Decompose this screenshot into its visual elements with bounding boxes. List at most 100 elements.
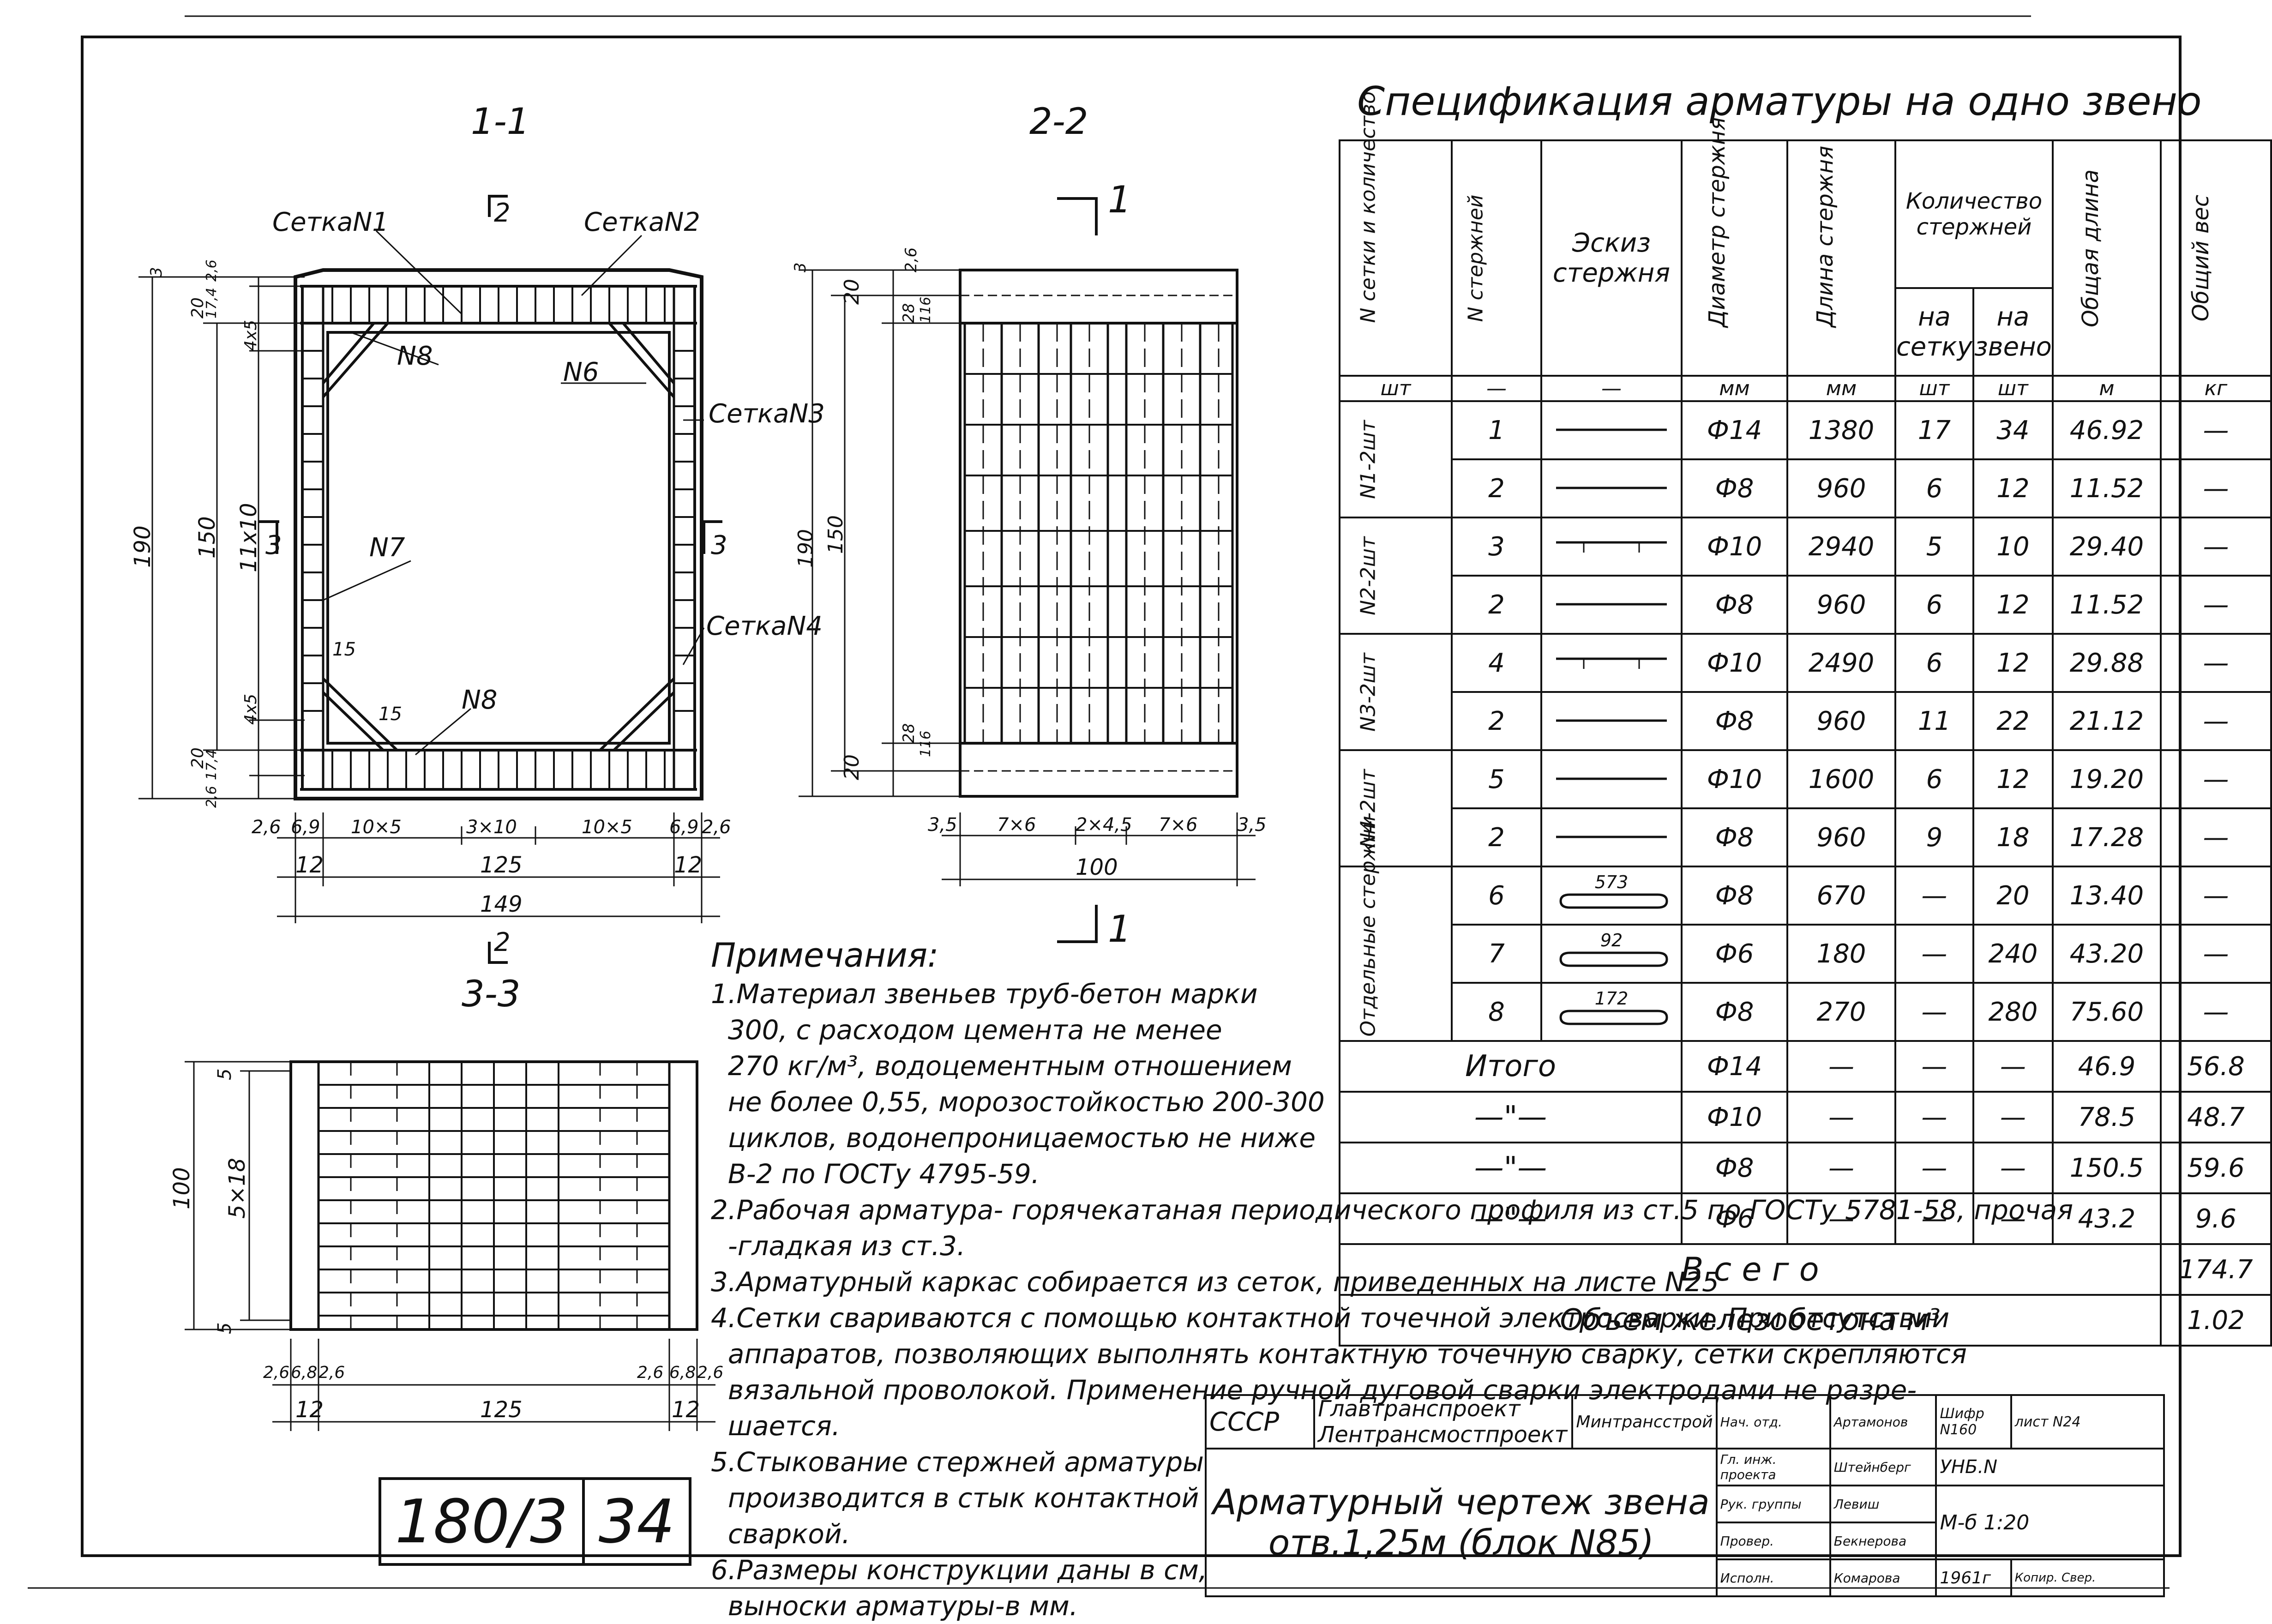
rod-sketch-hook: 172: [1559, 988, 1668, 1025]
spec-total-len: 21.12: [2051, 691, 2162, 751]
spec-total-len: 13.40: [2051, 866, 2162, 926]
svg-text:6,9: 6,9: [669, 817, 699, 838]
svg-text:4x5: 4x5: [241, 694, 260, 725]
total-label: —"—: [1339, 1192, 1683, 1245]
tb-list: лист N24: [2010, 1394, 2165, 1450]
svg-text:5: 5: [214, 1323, 235, 1334]
tb-org3: Минтрансстрой: [1571, 1394, 1718, 1450]
spec-rod: 2: [1451, 691, 1542, 751]
spec-len: 960: [1786, 575, 1896, 635]
spec-sketch: [1540, 807, 1683, 867]
svg-text:2,6: 2,6: [204, 786, 220, 808]
rod-sketch-line: [1556, 541, 1667, 553]
note-line: шается.: [711, 1410, 841, 1442]
spec-per-net: 6: [1894, 749, 1974, 809]
svg-text:20: 20: [188, 747, 207, 769]
spec-vsego-row: В с е г о 174.7: [1339, 1243, 2272, 1296]
drawing-sheet: 1-1 2: [28, 15, 2182, 1589]
svg-text:3: 3: [265, 530, 282, 560]
tb-org2: Главтранспроект Лентрансмостпроект: [1313, 1394, 1574, 1450]
svg-text:125: 125: [480, 852, 523, 878]
svg-text:190: 190: [130, 525, 156, 568]
spec-diam: Ф8: [1681, 575, 1788, 635]
rod-sketch-hook: 573: [1559, 872, 1668, 909]
svg-text:СеткаN4: СеткаN4: [706, 611, 823, 641]
spec-len: 1380: [1786, 400, 1896, 460]
spec-total-wt: —: [2159, 517, 2272, 577]
svg-text:125: 125: [480, 1397, 523, 1423]
tb-name4: Бекнерова: [1829, 1522, 1937, 1560]
total-len: 78.5: [2051, 1091, 2162, 1143]
svg-text:2,6: 2,6: [637, 1363, 663, 1382]
svg-text:100: 100: [1076, 854, 1118, 880]
spec-total-wt: —: [2159, 575, 2272, 635]
section-1-1-title: 1-1: [471, 101, 529, 143]
total-diam: Ф6: [1681, 1192, 1788, 1245]
tb-scale: М-б 1:20: [1935, 1485, 2165, 1560]
spec-sketch: [1540, 400, 1683, 460]
total-label: —"—: [1339, 1142, 1683, 1194]
spec-per-link: 12: [1972, 633, 2054, 693]
section-3-3-title: 3-3: [462, 974, 520, 1015]
spec-per-link: 12: [1972, 575, 2054, 635]
svg-text:20: 20: [188, 297, 207, 319]
tb-name3: Левиш: [1829, 1485, 1937, 1523]
spec-group-name: N1-2шт: [1339, 400, 1453, 518]
spec-group-name: N2-2шт: [1339, 517, 1453, 635]
tb-year: 1961г: [1935, 1558, 2012, 1597]
svg-text:СеткаN3: СеткаN3: [709, 399, 825, 429]
svg-text:100: 100: [169, 1167, 195, 1209]
spec-sketch: 573: [1540, 866, 1683, 926]
spec-per-net: 17: [1894, 400, 1974, 460]
spec-total-wt: —: [2159, 691, 2272, 751]
svg-text:2: 2: [494, 198, 511, 228]
hdr-rod: N стержней: [1451, 139, 1542, 377]
spec-total-wt: —: [2159, 866, 2272, 926]
spec-total-len: 19.20: [2051, 749, 2162, 809]
tb-title: Арматурный чертеж звена отв.1,25м (блок …: [1205, 1448, 1718, 1597]
svg-text:2,6: 2,6: [252, 817, 281, 838]
svg-text:12: 12: [674, 852, 702, 878]
svg-text:150: 150: [194, 516, 220, 559]
spec-group-name: Отдельные стержни: [1339, 816, 1453, 1042]
svg-text:2,6: 2,6: [702, 817, 731, 838]
tb-code: УНБ.N: [1935, 1448, 2165, 1486]
sheet-number-stamp: 180/3 34: [379, 1477, 692, 1566]
tb-shifr: Шифр N160: [1935, 1394, 2012, 1450]
rod-sketch-line: [1556, 719, 1667, 722]
spec-sketch: [1540, 575, 1683, 635]
spec-diam: Ф10: [1681, 517, 1788, 577]
note-line: 270 кг/м³, водоцементным отношением: [711, 1050, 1292, 1082]
spec-per-net: 6: [1894, 575, 1974, 635]
hdr-len: Длина стержня: [1786, 139, 1896, 377]
section-3-3-labels: 100 5×18 5 5 2,6 6,8 2,6 2,6 6,8 2,6 12 …: [169, 1069, 723, 1423]
section-1-1-labels: 2 2 3 3 СеткаN1 СеткаN2 СеткаN3 СеткаN4 …: [130, 198, 825, 957]
spec-rod: 5: [1451, 749, 1542, 809]
note-line: -гладкая из ст.3.: [711, 1230, 966, 1262]
spec-diam: Ф8: [1681, 458, 1788, 518]
hdr-total-wt: Общий вес: [2159, 139, 2272, 377]
total-wt: 56.8: [2159, 1040, 2272, 1093]
svg-text:10×5: 10×5: [582, 817, 632, 838]
spec-sketch: [1540, 458, 1683, 518]
spec-sketch: 92: [1540, 924, 1683, 984]
spec-per-net: 6: [1894, 458, 1974, 518]
spec-group-name: N4-2шт: [1339, 749, 1453, 867]
svg-text:12: 12: [295, 1397, 324, 1423]
total-len: 150.5: [2051, 1142, 2162, 1194]
tb-role3: Рук. группы: [1715, 1485, 1831, 1523]
tb-name1: Артамонов: [1829, 1394, 1937, 1450]
svg-text:1: 1: [1108, 908, 1131, 950]
spec-len: 180: [1786, 924, 1896, 984]
notes-title: Примечания:: [711, 936, 939, 974]
spec-rod: 2: [1451, 807, 1542, 867]
